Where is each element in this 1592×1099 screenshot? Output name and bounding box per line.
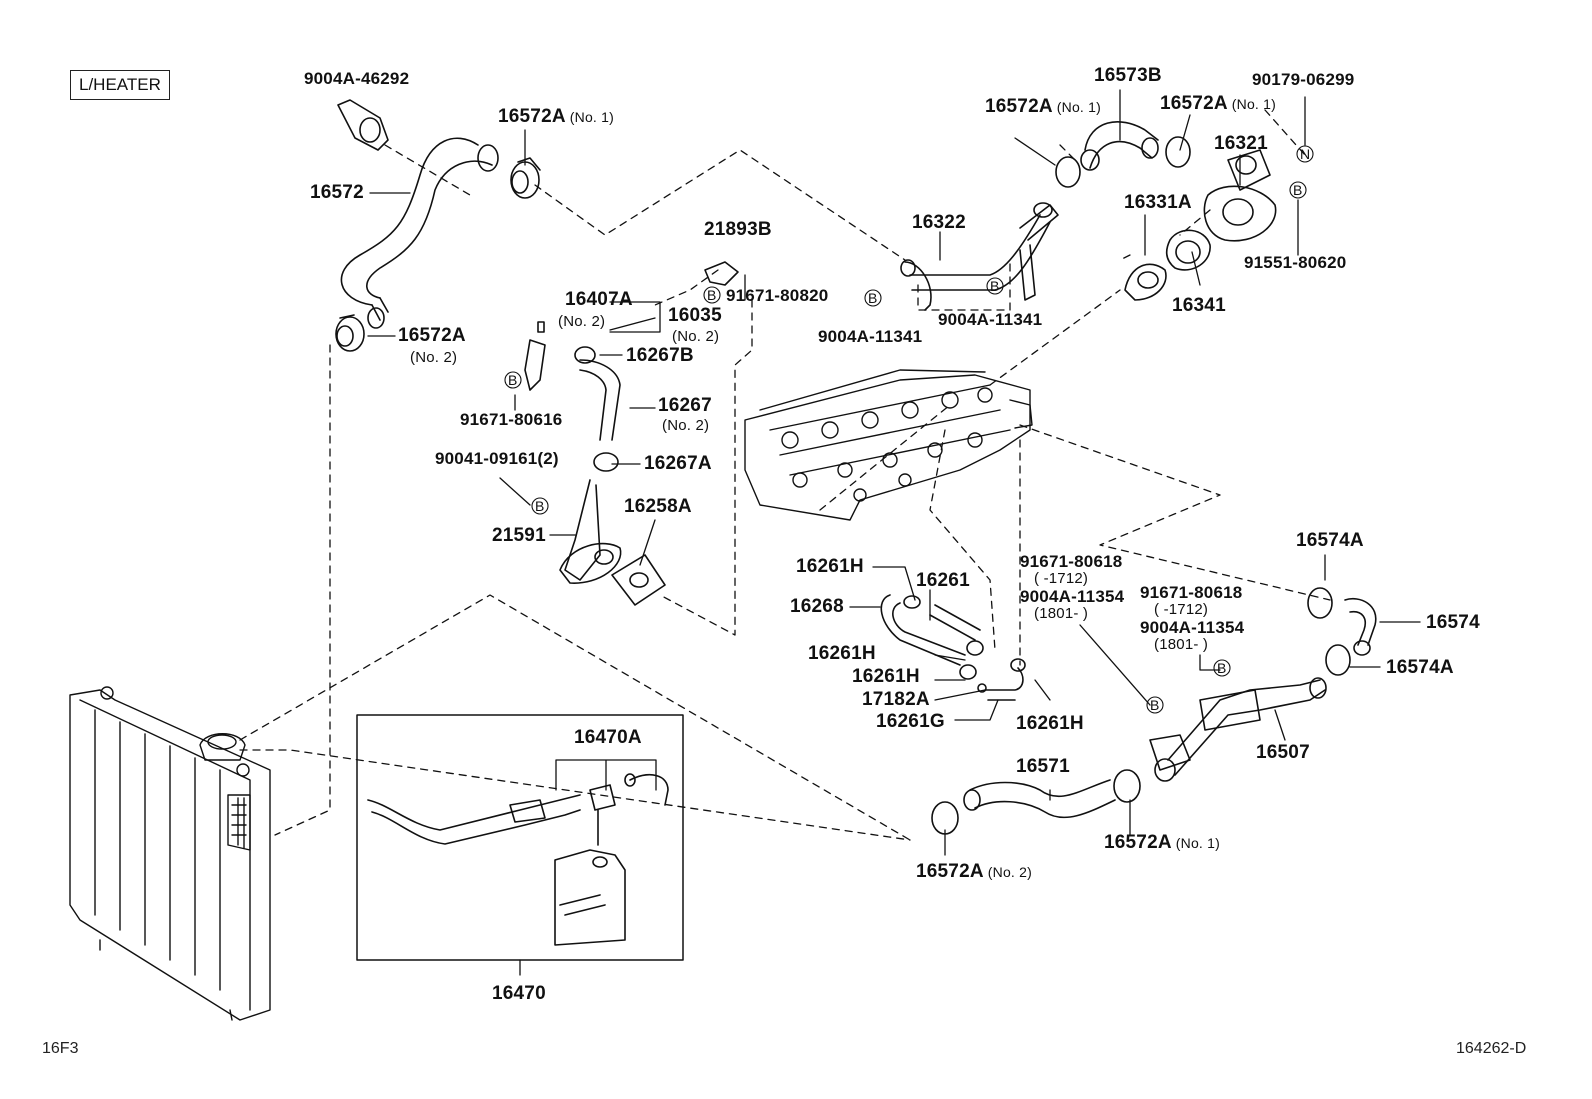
callout-16572: 16572	[310, 182, 364, 203]
callout-16322: 16322	[912, 212, 966, 233]
callout-21893B: 21893B	[704, 219, 772, 240]
callout-9004A-11341: 9004A-11341	[818, 327, 923, 346]
callout-16571: 16571	[1016, 756, 1070, 777]
section-tag: L/HEATER	[70, 70, 170, 100]
bolt-marker: B	[990, 278, 1000, 294]
hose-16573B	[1055, 121, 1191, 188]
bolt-marker: B	[707, 287, 717, 303]
bolt-marker: B	[1217, 660, 1227, 676]
callout-16470A: 16470A	[574, 727, 642, 748]
callout-16267-suffix: (No. 2)	[662, 417, 710, 434]
callout-16261H: 16261H	[808, 643, 876, 664]
callout-16035-suffix: (No. 2)	[672, 328, 720, 345]
callout-16407A-suffix: (No. 2)	[558, 313, 606, 330]
callout-21591: 21591	[492, 525, 546, 546]
callout-9004A-11341: 9004A-11341	[938, 310, 1043, 329]
callout-91671-80616: 91671-80616	[460, 410, 563, 429]
callout-91551-80620: 91551-80620	[1244, 253, 1347, 272]
bypass-pipe-assembly	[524, 261, 739, 606]
callout-16267A: 16267A	[644, 453, 712, 474]
callout-16574A: 16574A	[1296, 530, 1364, 551]
bolt-marker: B	[868, 290, 878, 306]
thermostat-housing	[1124, 149, 1277, 301]
callout-16341: 16341	[1172, 295, 1226, 316]
callout-16261: 16261	[916, 570, 970, 591]
callout-16267: 16267	[658, 395, 712, 416]
callout-16261H: 16261H	[796, 556, 864, 577]
callout-91671-80618: 91671-80618	[1140, 583, 1243, 602]
callout-16507: 16507	[1256, 742, 1310, 763]
cylinder-head	[744, 369, 1033, 521]
dashed-connection-lines	[239, 109, 1331, 841]
diagram-id: 164262-D	[1456, 1040, 1527, 1057]
callout-90179-06299: 90179-06299	[1252, 70, 1355, 89]
callout-16573B: 16573B	[1094, 65, 1162, 86]
callout-16268: 16268	[790, 596, 844, 617]
bolt-marker: B	[508, 372, 518, 388]
callout-16574: 16574	[1426, 612, 1480, 633]
callout-9004A-11354: 9004A-11354	[1020, 587, 1125, 606]
callout-16572A-no2: 16572A	[398, 325, 466, 346]
callout-16261H: 16261H	[852, 666, 920, 687]
bolt-marker: B	[1293, 182, 1303, 198]
callout-16572A-no1: 16572A(No. 1)	[498, 106, 614, 127]
callout-16321: 16321	[1214, 133, 1268, 154]
callout-91671-80820: 91671-80820	[726, 286, 829, 305]
water-pipe-16322	[900, 202, 1059, 311]
callout-date-range: ( -1712)	[1154, 601, 1209, 618]
hose-16571	[931, 769, 1141, 835]
callout-16261G: 16261G	[876, 711, 945, 732]
reservoir-box	[356, 714, 684, 961]
fastener-markers	[504, 145, 1314, 714]
callout-16407A: 16407A	[565, 289, 633, 310]
callout-16572A-no1: 16572A(No. 1)	[985, 96, 1101, 117]
callout-16574A: 16574A	[1386, 657, 1454, 678]
hose-16572	[340, 137, 499, 329]
clamp-left-no2	[335, 314, 365, 352]
callout-9004A-11354: 9004A-11354	[1140, 618, 1245, 637]
clamp-9004A-46292	[337, 99, 389, 151]
nut-marker: N	[1300, 146, 1311, 162]
radiator	[69, 686, 271, 1021]
callout-17182A: 17182A	[862, 689, 930, 710]
callout-16572A-no1: 16572A(No. 1)	[1160, 93, 1276, 114]
callout-16035: 16035	[668, 305, 722, 326]
callout-16572A-no2-suffix: (No. 2)	[410, 349, 458, 366]
small-hoses	[880, 594, 1026, 701]
callout-91671-80618: 91671-80618	[1020, 552, 1123, 571]
callout-16331A: 16331A	[1124, 192, 1192, 213]
pipe-16507-assembly	[1149, 587, 1377, 782]
callout-16470: 16470	[492, 983, 546, 1004]
callout-16572A-no1: 16572A(No. 1)	[1104, 832, 1220, 853]
figure-code: 16F3	[42, 1040, 79, 1057]
callout-date-range: (1801- )	[1154, 636, 1209, 653]
bolt-marker: B	[1150, 697, 1160, 713]
callout-16267B: 16267B	[626, 345, 694, 366]
callout-16258A: 16258A	[624, 496, 692, 517]
callout-16261H: 16261H	[1016, 713, 1084, 734]
bolt-marker: B	[535, 498, 545, 514]
callout-date-range: (1801- )	[1034, 605, 1089, 622]
clamp-top-no1	[510, 157, 541, 199]
callout-16572A-no2: 16572A(No. 2)	[916, 861, 1032, 882]
callout-date-range: ( -1712)	[1034, 570, 1089, 587]
callout-9004A-46292: 9004A-46292	[304, 69, 410, 88]
callout-90041-09161: 90041-09161(2)	[435, 449, 559, 468]
